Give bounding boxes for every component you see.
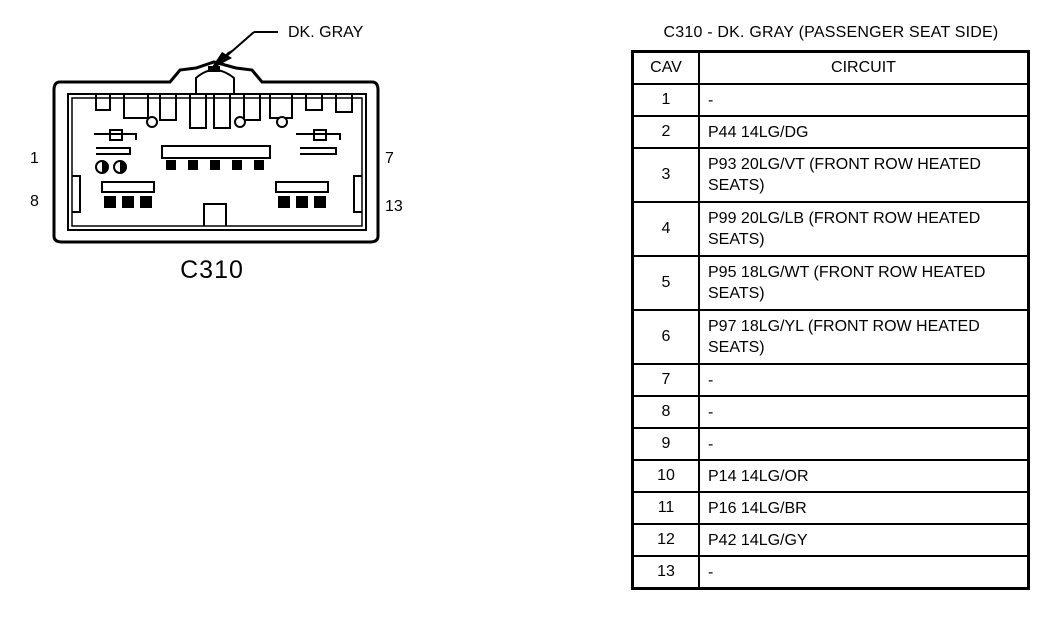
lock-tabs xyxy=(95,94,353,129)
cav-cell: 11 xyxy=(631,491,700,525)
table-row: 1- xyxy=(631,83,1030,117)
table-title: C310 - DK. GRAY (PASSENGER SEAT SIDE) xyxy=(663,24,999,41)
table-row: 7- xyxy=(631,363,1030,397)
pin-label-1: 1 xyxy=(30,150,39,167)
pin-label-7: 7 xyxy=(385,150,394,167)
connector-face xyxy=(67,93,367,231)
circuit-cell: P97 18LG/YL (FRONT ROW HEATED SEATS) xyxy=(698,309,1030,365)
circuit-cell: - xyxy=(698,555,1030,590)
cav-cell: 7 xyxy=(631,363,700,397)
circuit-cell: P42 14LG/GY xyxy=(698,523,1030,557)
circuit-cell: - xyxy=(698,363,1030,397)
circuit-cell: P95 18LG/WT (FRONT ROW HEATED SEATS) xyxy=(698,255,1030,311)
cav-cell: 13 xyxy=(631,555,700,590)
cav-cell: 8 xyxy=(631,395,700,429)
cav-cell: 10 xyxy=(631,459,700,493)
terminals-row-bottom-left xyxy=(104,196,152,208)
cav-cell: 1 xyxy=(631,83,700,117)
connector-latch xyxy=(195,69,235,94)
cav-cell: 6 xyxy=(631,309,700,365)
table-header-row: CAV CIRCUIT xyxy=(631,50,1030,85)
pin-label-8: 8 xyxy=(30,193,39,210)
cav-cell: 4 xyxy=(631,201,700,257)
header-circuit: CIRCUIT xyxy=(698,50,1030,85)
circuit-cell: - xyxy=(698,395,1030,429)
circuit-cell: P99 20LG/LB (FRONT ROW HEATED SEATS) xyxy=(698,201,1030,257)
cav-cell: 5 xyxy=(631,255,700,311)
circuit-cell: P16 14LG/BR xyxy=(698,491,1030,525)
cav-cell: 2 xyxy=(631,115,700,149)
circuit-cell: P93 20LG/VT (FRONT ROW HEATED SEATS) xyxy=(698,147,1030,203)
round-terminals xyxy=(95,160,127,174)
cav-cell: 12 xyxy=(631,523,700,557)
terminals-row-bottom-right xyxy=(278,196,326,208)
circuit-cell: P14 14LG/OR xyxy=(698,459,1030,493)
side-clips xyxy=(72,129,362,213)
cav-cell: 9 xyxy=(631,427,700,461)
terminals-row-top xyxy=(166,160,264,170)
connector-housing xyxy=(52,60,380,244)
circuit-cell: - xyxy=(698,83,1030,117)
connector-label: C310 xyxy=(180,256,244,284)
color-callout: DK. GRAY xyxy=(288,24,364,41)
pin-label-13: 13 xyxy=(385,198,403,215)
header-cav: CAV xyxy=(631,50,700,85)
circuit-cell: P44 14LG/DG xyxy=(698,115,1030,149)
key-notch xyxy=(203,203,227,226)
table-row: 8- xyxy=(631,395,1030,429)
circuit-cell: - xyxy=(698,427,1030,461)
table-row: 13- xyxy=(631,555,1030,590)
table-row: 9- xyxy=(631,427,1030,461)
cav-cell: 3 xyxy=(631,147,700,203)
connector-diagram: DK. GRAY 1 8 7 13 C310 xyxy=(30,24,403,284)
